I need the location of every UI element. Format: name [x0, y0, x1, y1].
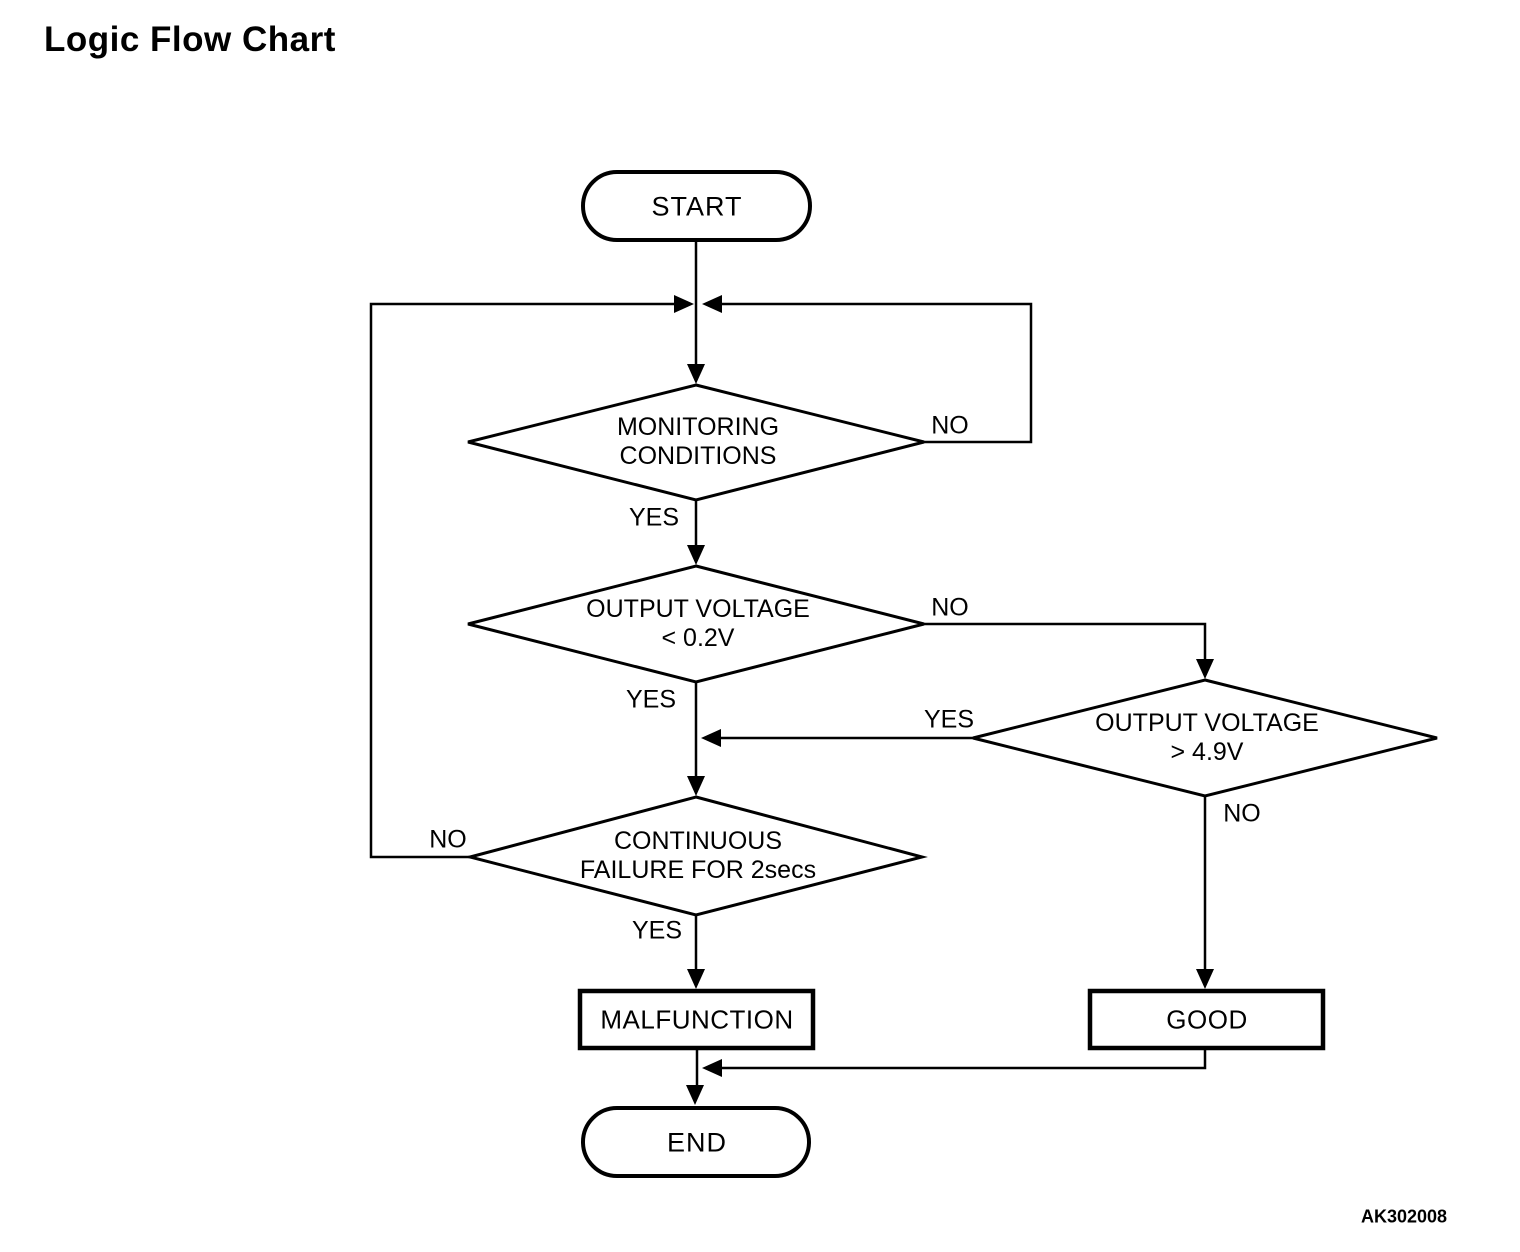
arrowhead-into-good [1196, 969, 1214, 989]
monitoring-no-label: NO [931, 411, 969, 440]
output-low-no-label: NO [931, 593, 969, 622]
output-high-label: OUTPUT VOLTAGE > 4.9V [1095, 709, 1319, 767]
output-low-label: OUTPUT VOLTAGE < 0.2V [586, 595, 810, 653]
continuous-label-line2: FAILURE FOR 2secs [579, 856, 817, 884]
arrowhead-junction-from-left [674, 295, 694, 313]
continuous-no-label: NO [429, 825, 467, 854]
arrowhead-into-output-low [687, 545, 705, 565]
malfunction-process-shape [577, 988, 816, 1051]
end-label: END [666, 1127, 728, 1158]
arrowhead-junction-from-right [702, 295, 722, 313]
output-low-label-line2: < 0.2V [661, 624, 735, 652]
arrowhead-into-continuous [687, 776, 705, 796]
arrowhead-into-monitoring [687, 364, 705, 384]
output-high-label-line2: > 4.9V [1170, 738, 1244, 766]
start-terminator-shape [581, 170, 812, 242]
monitoring-label-line1: MONITORING [616, 413, 780, 441]
monitoring-yes-label: YES [628, 503, 680, 532]
good-process-shape [1087, 988, 1326, 1051]
end-terminator-shape [581, 1106, 811, 1178]
start-label: START [651, 191, 743, 222]
output-high-no-label: NO [1223, 799, 1261, 828]
output-high-yes-label: YES [923, 705, 975, 734]
node-shapes [464, 170, 1438, 1178]
arrowheads [674, 295, 1214, 1105]
malfunction-label: MALFUNCTION [600, 1004, 794, 1035]
continuous-yes-label: YES [631, 916, 683, 945]
output-high-decision-shape [972, 678, 1438, 798]
output-low-decision-shape [467, 564, 925, 684]
continuous-label: CONTINUOUS FAILURE FOR 2secs [580, 827, 816, 885]
figure-code: AK302008 [1360, 1206, 1448, 1227]
page-title: Logic Flow Chart [44, 20, 336, 59]
good-label: GOOD [1166, 1004, 1248, 1035]
edge-continuous-no-loop [369, 302, 676, 859]
connectors [369, 240, 1207, 1088]
output-low-yes-label: YES [625, 685, 677, 714]
output-high-label-line1: OUTPUT VOLTAGE [1095, 709, 1319, 737]
edge-output-low-no [924, 622, 1207, 662]
monitoring-label: MONITORING CONDITIONS [617, 413, 779, 471]
arrowhead-into-output-high [1196, 659, 1214, 679]
continuous-label-line1: CONTINUOUS [613, 827, 783, 855]
monitoring-decision-shape [467, 383, 925, 502]
arrowhead-good-join [702, 1059, 722, 1077]
arrowhead-into-end [686, 1085, 704, 1105]
edge-good-to-end [720, 1048, 1207, 1070]
continuous-decision-shape [464, 795, 928, 917]
arrowhead-output-high-yes [701, 729, 721, 747]
output-low-label-line1: OUTPUT VOLTAGE [586, 595, 810, 623]
monitoring-label-line2: CONDITIONS [619, 442, 777, 470]
arrowhead-into-malfunction [687, 969, 705, 989]
edge-monitoring-no-loop [720, 302, 1033, 444]
